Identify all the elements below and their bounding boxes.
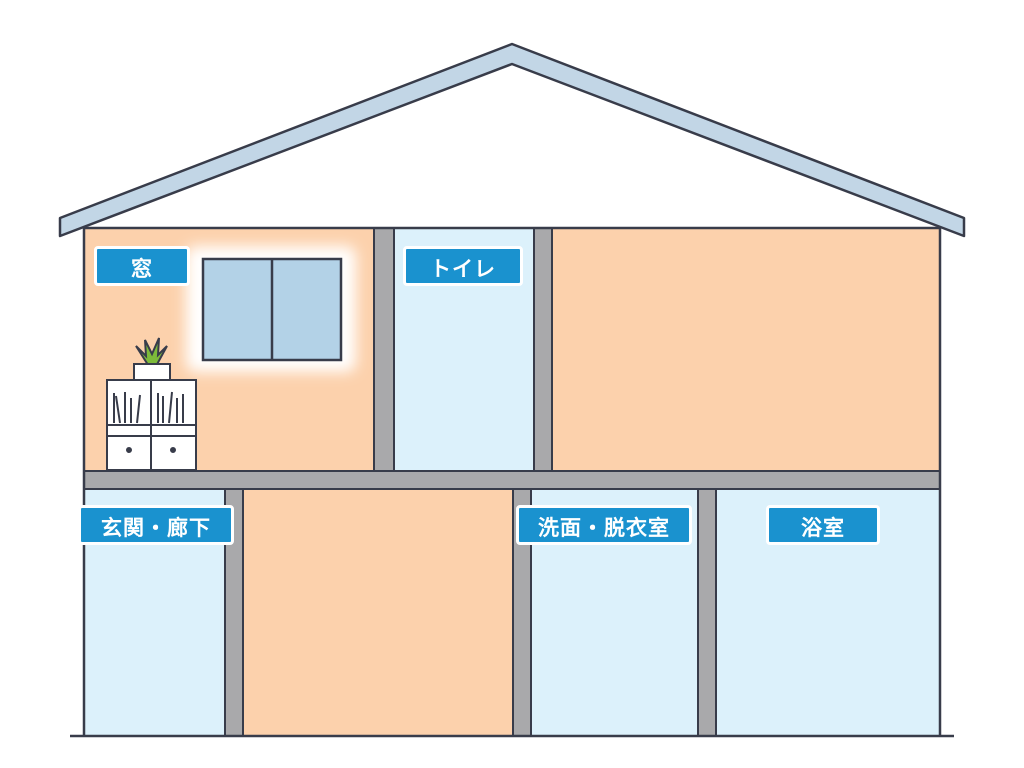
bedroom <box>552 228 940 471</box>
wall-upper-2 <box>533 227 553 472</box>
house-outline <box>70 226 954 738</box>
plant-icon <box>133 337 171 381</box>
kitchen-room <box>243 489 513 736</box>
label-window: 窓 <box>94 246 190 286</box>
label-toilet: トイレ <box>403 246 523 286</box>
wall-upper-1 <box>373 227 395 472</box>
wall-lower-3 <box>697 488 717 737</box>
floor-slab <box>83 470 941 490</box>
window-icon <box>186 246 356 372</box>
label-entrance-hallway: 玄関・廊下 <box>78 505 234 545</box>
roof <box>58 42 966 238</box>
label-bathroom: 浴室 <box>766 505 880 545</box>
label-washroom: 洗面・脱衣室 <box>516 505 692 545</box>
bookshelf-icon <box>106 379 197 471</box>
